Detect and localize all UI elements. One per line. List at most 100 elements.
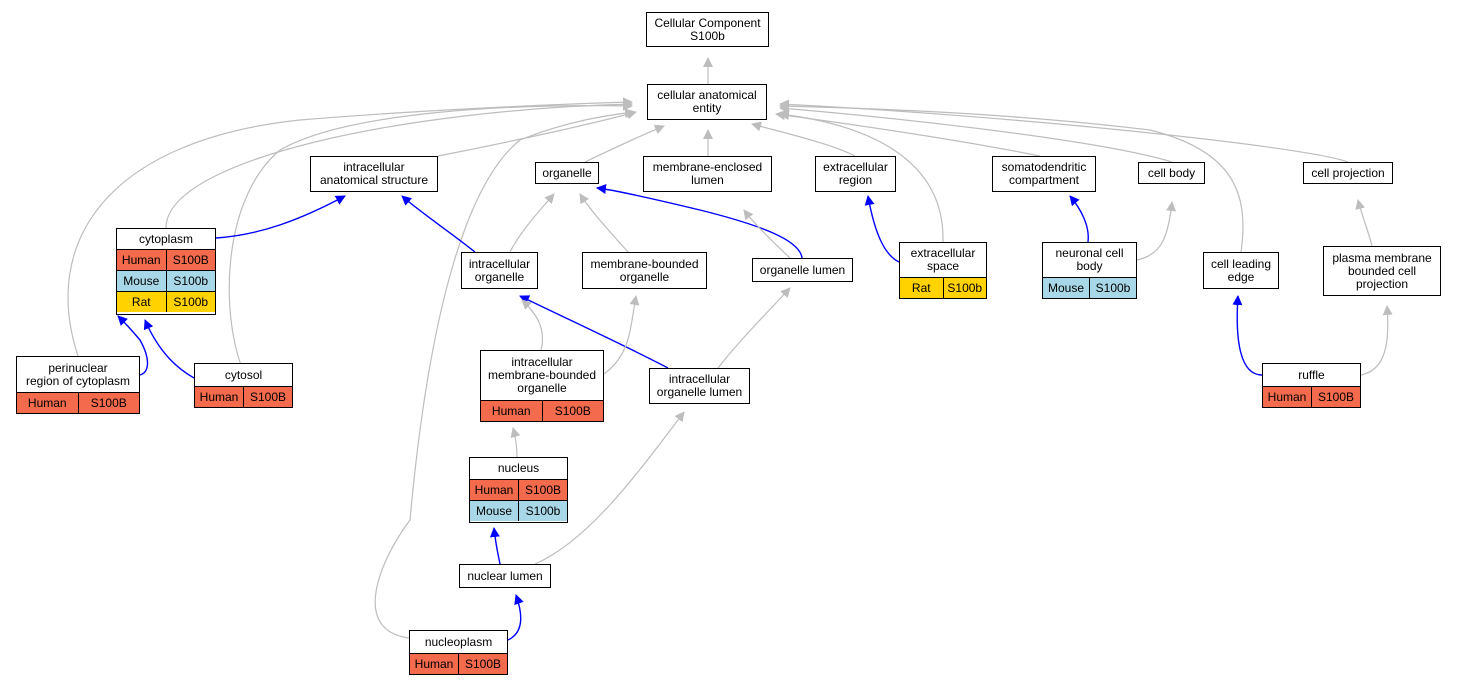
edge-orglumen-to-mel	[743, 209, 791, 259]
edge-extspace-to-extreg	[864, 195, 900, 263]
node-somatodendritic-compartment[interactable]: somatodendritic compartment	[992, 156, 1096, 192]
gene-cell: S100B	[541, 400, 603, 421]
gene-cell: S100b	[165, 270, 215, 292]
node-label: cell leading edge	[1210, 256, 1272, 284]
node-cell-leading-edge[interactable]: cell leading edge	[1203, 252, 1279, 289]
node-label: extracellular region	[823, 160, 888, 187]
node-label: somatodendritic compartment	[1001, 160, 1087, 187]
edge-pmbcp-to-cellproj	[1355, 199, 1373, 247]
node-label: perinuclear region of cytoplasm	[25, 360, 131, 388]
edge-nuclum-to-nucleus	[489, 527, 501, 565]
node-intracellular-organelle-lumen[interactable]: intracellular organelle lumen	[649, 368, 750, 404]
annotation-table: Human S100B	[195, 386, 292, 407]
species-cell: Human	[117, 249, 166, 271]
node-plasma-membrane-bounded-cell-projection[interactable]: plasma membrane bounded cell projection	[1323, 246, 1441, 296]
node-nuclear-lumen[interactable]: nuclear lumen	[459, 564, 551, 588]
node-extracellular-space[interactable]: extracellular space Rat S100b	[899, 242, 987, 299]
node-intracellular-membrane-bounded-organelle[interactable]: intracellular membrane-bounded organelle…	[480, 350, 604, 422]
gene-cell: S100B	[165, 249, 215, 271]
node-perinuclear-region-of-cytoplasm[interactable]: perinuclear region of cytoplasm Human S1…	[16, 356, 140, 414]
annotation-table: Human S100B Mouse S100b	[470, 479, 567, 521]
node-label: nucleus	[497, 461, 540, 475]
node-label: Cellular Component S100b	[654, 15, 761, 43]
annotation-table: Human S100B Mouse S100b Rat S100b	[117, 249, 215, 312]
node-nucleoplasm[interactable]: nucleoplasm Human S100B	[409, 630, 508, 675]
gene-cell: S100B	[77, 392, 139, 413]
edge-cellproj-to-cae	[779, 99, 1349, 163]
edge-cytoplasm-to-ias	[215, 195, 346, 239]
edge-intraorg-to-organelle	[509, 193, 555, 253]
annotation-table: Mouse S100b	[1043, 277, 1136, 298]
edge-cytoplasm-to-cae	[165, 99, 633, 229]
annotation-table: Rat S100b	[900, 277, 986, 298]
node-cellular-component[interactable]: Cellular Component S100b	[646, 12, 769, 47]
species-cell: Rat	[117, 291, 166, 312]
node-intracellular-anatomical-structure[interactable]: intracellular anatomical structure	[310, 156, 438, 192]
edge-cle-to-ruffle	[1232, 295, 1263, 376]
gene-cell: S100B	[243, 386, 292, 407]
species-cell: Mouse	[117, 270, 166, 292]
node-extracellular-region[interactable]: extracellular region	[815, 156, 896, 192]
node-label: plasma membrane bounded cell projection	[1332, 250, 1432, 291]
node-nucleus[interactable]: nucleus Human S100B Mouse S100b	[469, 457, 568, 523]
node-cytosol[interactable]: cytosol Human S100B	[194, 363, 293, 408]
node-membrane-enclosed-lumen[interactable]: membrane-enclosed lumen	[643, 156, 772, 192]
edge-ncb-to-cellbody	[1136, 201, 1177, 261]
gene-cell: S100B	[458, 653, 507, 674]
gene-cell: S100B	[518, 479, 567, 501]
edge-imbo-to-mbo	[603, 295, 640, 375]
node-membrane-bounded-organelle[interactable]: membrane-bounded organelle	[582, 252, 707, 289]
species-cell: Human	[410, 653, 459, 674]
annotation-row: Human S100B	[17, 392, 139, 413]
annotation-table: Human S100B	[481, 400, 603, 421]
node-intracellular-organelle[interactable]: intracellular organelle	[461, 252, 538, 289]
node-label: cellular anatomical entity	[657, 88, 757, 115]
annotation-row: Rat S100b	[900, 277, 986, 298]
node-label: intracellular organelle lumen	[656, 372, 743, 399]
node-cellular-anatomical-entity[interactable]: cellular anatomical entity	[647, 84, 767, 120]
edge-ncb-to-somato	[1069, 195, 1089, 243]
annotation-row: Rat S100b	[117, 291, 215, 312]
node-organelle-lumen[interactable]: organelle lumen	[752, 258, 853, 282]
species-cell: Human	[470, 479, 519, 501]
edge-nucleoplasm-to-nuclum	[507, 594, 524, 641]
species-cell: Mouse	[470, 500, 519, 521]
annotation-row: Human S100B	[1263, 386, 1360, 407]
node-label: organelle lumen	[759, 262, 846, 277]
edge-imbo-to-intraorg	[521, 299, 543, 351]
annotation-row: Human S100B	[481, 400, 603, 421]
node-label: cell projection	[1311, 165, 1385, 180]
gene-cell: S100b	[518, 500, 567, 521]
edge-nucleus-to-imbo	[510, 427, 521, 458]
node-cell-projection[interactable]: cell projection	[1303, 162, 1393, 184]
node-label: membrane-bounded organelle	[590, 256, 699, 284]
node-label: cell body	[1147, 165, 1196, 180]
edge-intraorg-to-ias	[401, 195, 476, 253]
annotation-row: Human S100B	[410, 653, 507, 674]
edge-nuclum-to-iol	[534, 411, 685, 565]
species-cell: Human	[1263, 386, 1312, 407]
node-organelle[interactable]: organelle	[535, 162, 599, 184]
edge-perinuc-to-cytoplasm	[117, 315, 149, 376]
species-cell: Rat	[900, 277, 943, 298]
edge-iol-to-orglumen	[717, 287, 791, 369]
node-cell-body[interactable]: cell body	[1138, 162, 1205, 184]
node-label: organelle	[542, 165, 592, 180]
gene-cell: S100b	[165, 291, 215, 312]
node-neuronal-cell-body[interactable]: neuronal cell body Mouse S100b	[1042, 242, 1137, 299]
node-label: cytoplasm	[138, 231, 194, 246]
edge-extspace-to-cae	[779, 110, 944, 243]
species-cell: Human	[481, 400, 542, 421]
edge-cytosol-to-cytoplasm	[143, 319, 195, 379]
node-label: ruffle	[1298, 367, 1325, 382]
annotation-row: Human S100B	[117, 249, 215, 271]
edge-cytosol-to-cae	[228, 100, 633, 376]
annotation-table: Human S100B	[17, 392, 139, 413]
node-ruffle[interactable]: ruffle Human S100B	[1262, 363, 1361, 408]
edge-extreg-to-cae	[751, 121, 856, 157]
edge-nucleoplasm-to-cae	[374, 108, 635, 639]
node-cytoplasm[interactable]: cytoplasm Human S100B Mouse S100b Rat S1…	[116, 228, 216, 315]
annotation-table: Human S100B	[410, 653, 507, 674]
gene-cell: S100B	[1311, 386, 1360, 407]
